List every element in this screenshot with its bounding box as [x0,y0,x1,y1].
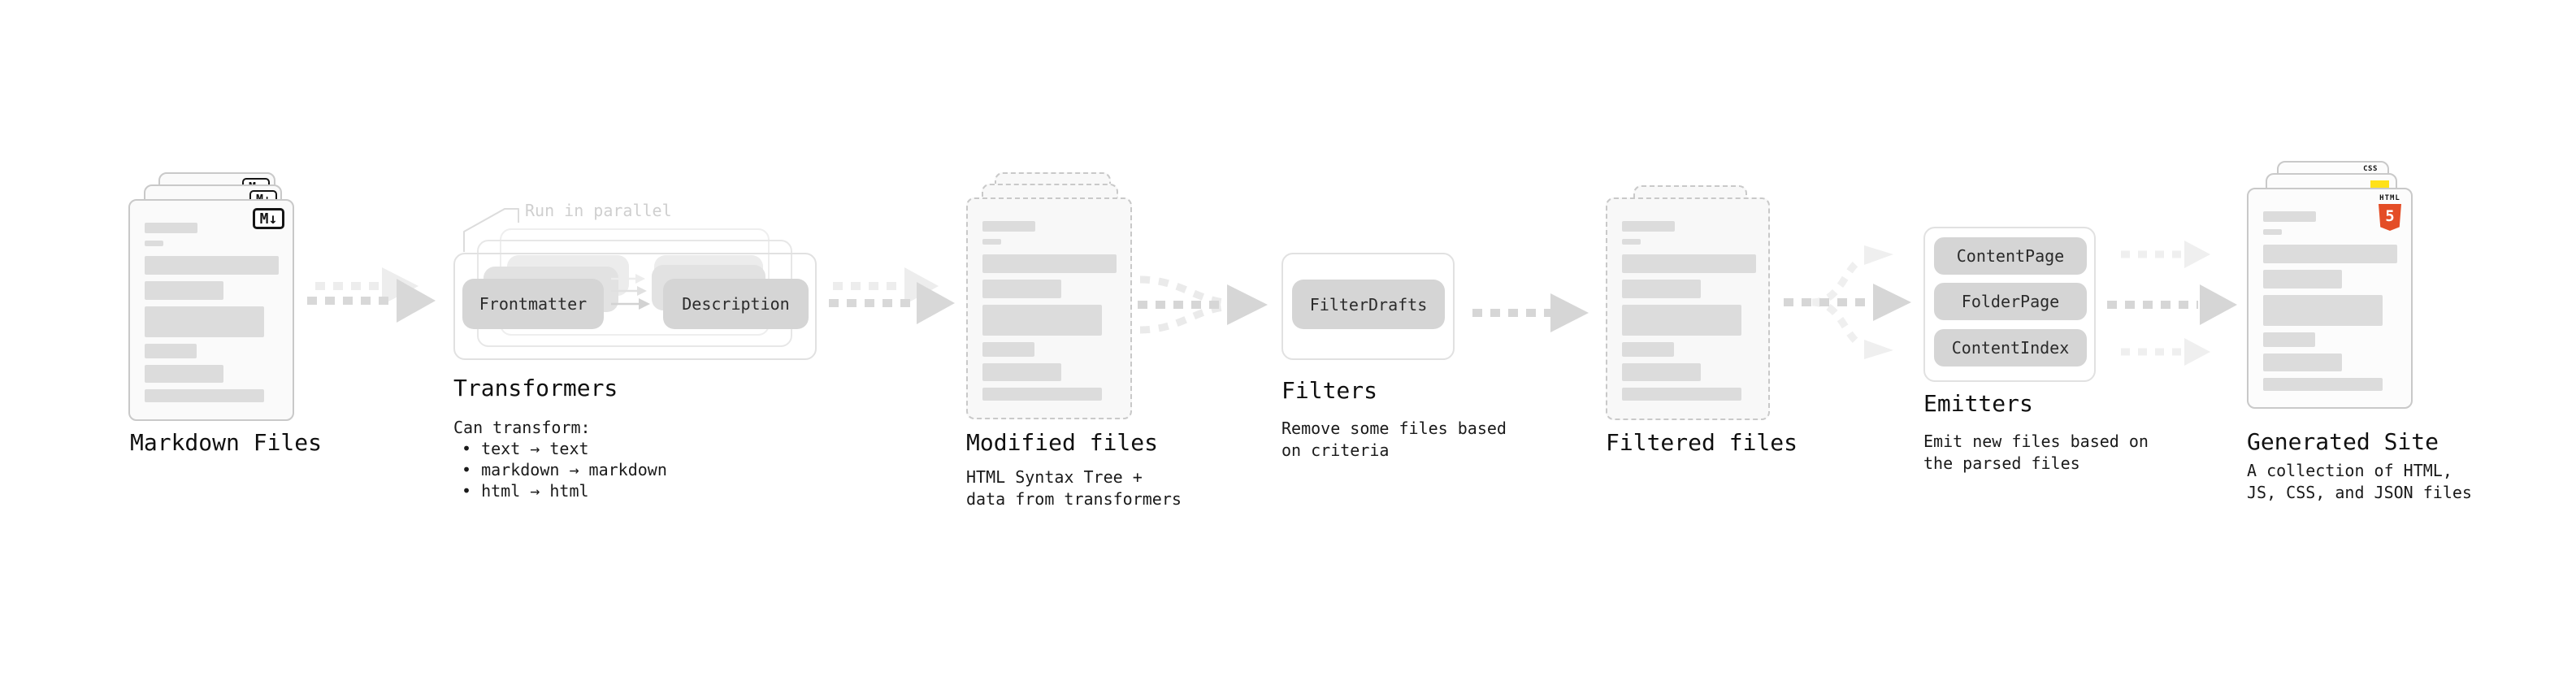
emitters-desc-line: the parsed files [1923,453,2080,473]
doc-line [1622,342,1674,357]
generated-site-desc-line: A collection of HTML, [2247,461,2452,480]
modified-files-desc-line: data from transformers [966,489,1182,509]
js-icon [2370,180,2389,189]
frontmatter-pill: Frontmatter [462,279,604,329]
transformers-desc-line: Can transform: [453,418,591,437]
doc-line [1622,388,1741,401]
arrow-emitters-to-generated [2107,241,2237,366]
doc-line [2263,211,2316,222]
generated-site-label: Generated Site [2247,428,2439,455]
doc-line [982,388,1102,401]
html5-icon: HTML 5 [2379,194,2401,231]
modified-file-card-front [966,197,1132,419]
arrow-modified-to-filters [1138,275,1268,334]
doc-line [1622,280,1701,298]
doc-line [145,281,223,300]
modified-files-description: HTML Syntax Tree + data from transformer… [966,466,1182,510]
emitters-label: Emitters [1923,390,2033,417]
modified-files-desc-line: HTML Syntax Tree + [966,467,1143,487]
transformers-description: Can transform: • text → text • markdown … [453,417,667,501]
generated-html-file-card: HTML 5 [2247,188,2413,409]
transformers-bullet: • text → text [462,439,589,458]
doc-line [1622,239,1641,245]
generated-site-description: A collection of HTML, JS, CSS, and JSON … [2247,460,2472,504]
doc-line [982,239,1001,245]
transformers-label: Transformers [453,375,618,401]
doc-line [982,254,1117,273]
doc-line [982,280,1061,298]
doc-line [1622,221,1675,232]
filtered-files-label: Filtered files [1606,429,1798,456]
doc-line [2263,354,2342,371]
arrow-filtered-to-emitters [1784,245,1911,359]
filters-desc-line: on criteria [1281,440,1390,460]
filterdrafts-pill: FilterDrafts [1292,280,1445,329]
doc-line [982,221,1035,232]
arrow-markdown-to-transformers [307,267,436,323]
transformers-bullet: • markdown → markdown [462,460,667,479]
arrow-filters-to-filtered [1472,293,1589,332]
modified-files-label: Modified files [966,429,1159,456]
emitters-desc-line: Emit new files based on [1923,432,2149,451]
doc-line [1622,363,1701,381]
arrow-transformers-to-modified [829,267,955,324]
filters-desc-line: Remove some files based [1281,419,1507,438]
doc-line [2263,229,2282,235]
markdown-files-label: Markdown Files [130,429,323,456]
doc-line [982,342,1034,357]
transformer-layer-1 [453,253,817,360]
contentpage-pill: ContentPage [1934,237,2087,275]
markdown-file-card-front: M↓ [128,199,294,421]
doc-line [145,241,163,246]
annotation-line [463,208,519,252]
doc-line [982,363,1061,381]
doc-line [2263,245,2397,263]
transformers-bullet: • html → html [462,481,589,501]
doc-line [2263,270,2342,288]
doc-line [145,223,197,233]
parallel-arrows-icon [611,274,650,310]
doc-line [2263,295,2383,326]
doc-line [982,305,1102,336]
doc-line [2263,332,2315,347]
contentindex-pill: ContentIndex [1934,329,2087,367]
doc-line [145,306,264,337]
doc-line [1622,305,1741,336]
doc-line [145,365,223,383]
doc-line [1622,254,1756,273]
description-pill: Description [663,279,809,329]
filters-label: Filters [1281,377,1378,404]
markdown-icon: M↓ [253,208,284,229]
emitters-description: Emit new files based on the parsed files [1923,431,2149,475]
doc-line [145,256,279,275]
generated-site-desc-line: JS, CSS, and JSON files [2247,483,2472,502]
filtered-file-card-front [1606,197,1770,420]
doc-line [145,389,264,402]
filters-description: Remove some files based on criteria [1281,418,1507,462]
run-in-parallel-label: Run in parallel [525,201,672,220]
doc-line [2263,378,2383,391]
folderpage-pill: FolderPage [1934,283,2087,320]
doc-line [145,344,197,358]
